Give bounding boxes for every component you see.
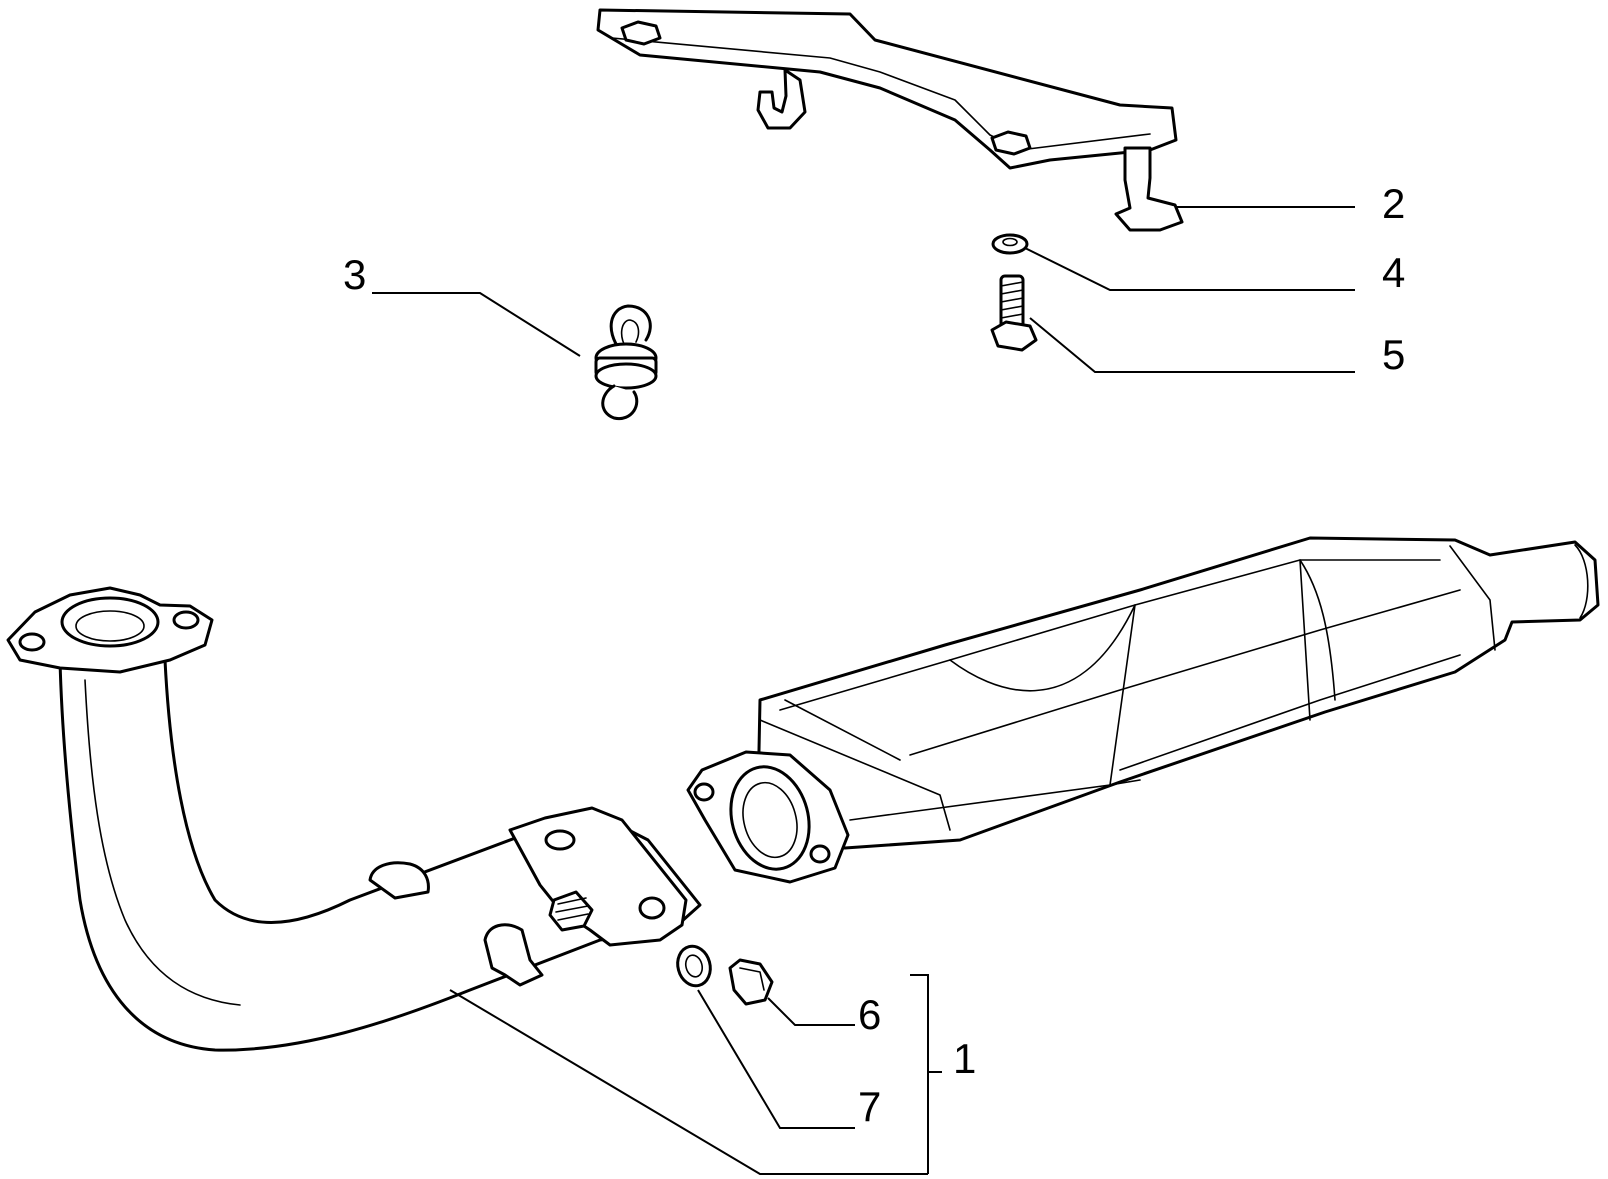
callout-4: 4 xyxy=(1382,249,1405,296)
bracket-1 xyxy=(910,974,942,1174)
washer[interactable] xyxy=(991,233,1029,255)
leader-6 xyxy=(767,997,855,1026)
callout-7: 7 xyxy=(858,1083,881,1130)
callout-labels: 2 3 4 5 6 1 7 xyxy=(343,180,1405,1130)
bolt[interactable] xyxy=(990,274,1038,352)
bracket-nut-rear xyxy=(990,130,1032,156)
leader-3 xyxy=(372,292,581,357)
callout-5: 5 xyxy=(1382,331,1405,378)
catalytic-converter[interactable] xyxy=(686,536,1600,884)
leader-1-pipe xyxy=(449,989,928,1175)
callout-6: 6 xyxy=(858,991,881,1038)
callout-2: 2 xyxy=(1382,180,1405,227)
rubber-mount[interactable] xyxy=(594,304,658,421)
front-exhaust-pipe[interactable] xyxy=(6,586,702,1052)
callout-3: 3 xyxy=(343,251,366,298)
gasket-ring[interactable] xyxy=(673,943,714,990)
mounting-bracket[interactable] xyxy=(596,8,1184,232)
leader-4 xyxy=(1024,247,1355,291)
leader-lines xyxy=(372,206,1355,1175)
bracket-nut-front xyxy=(620,20,662,46)
leader-5 xyxy=(1029,317,1355,373)
flange-nut[interactable] xyxy=(728,958,774,1006)
leader-7 xyxy=(697,989,855,1129)
callout-1: 1 xyxy=(953,1035,976,1082)
